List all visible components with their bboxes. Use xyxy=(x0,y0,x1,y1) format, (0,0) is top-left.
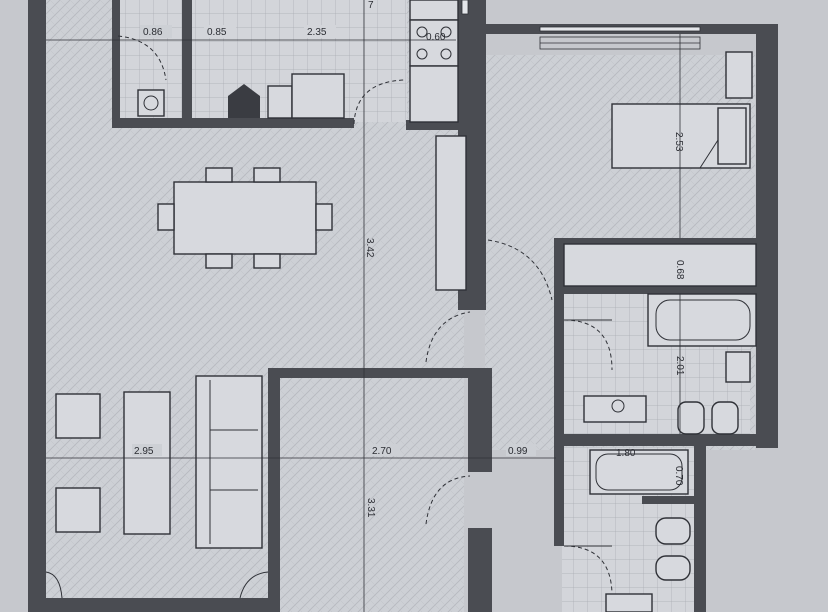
bath1-top-wall xyxy=(560,286,756,294)
living-area xyxy=(45,375,269,599)
bedroom2-right-wall-upper xyxy=(468,368,492,472)
dimension-label: 0.70 xyxy=(673,466,684,486)
stove xyxy=(409,19,459,67)
bedroom2-right-wall-lower xyxy=(468,528,492,612)
dimension-label: 2.95 xyxy=(134,446,154,457)
dimension-label: 2.01 xyxy=(674,356,685,376)
bedroom-window xyxy=(539,26,701,32)
dining-chair xyxy=(253,253,281,269)
burner-icon xyxy=(416,26,428,38)
sofa xyxy=(195,375,263,549)
bath1-niche xyxy=(725,351,751,383)
dimension-label: 3.42 xyxy=(364,238,375,258)
burner-icon xyxy=(416,48,428,60)
dining-area xyxy=(157,167,333,269)
dining-chair xyxy=(315,203,333,231)
dining-chair xyxy=(253,167,281,183)
bedroom-door-swing xyxy=(487,239,553,301)
burner-icon xyxy=(440,48,452,60)
bath1-left-wall xyxy=(554,238,564,438)
washing-machine xyxy=(137,89,165,117)
bathtub-2 xyxy=(589,449,689,495)
refrigerator xyxy=(291,73,345,119)
side-table xyxy=(55,393,101,439)
laundry-room xyxy=(117,35,167,117)
dimension-label: 7 xyxy=(368,0,374,11)
kitchen-counter-top xyxy=(409,0,459,21)
dimension-label: 2.35 xyxy=(307,27,327,38)
laundry-left-wall xyxy=(112,0,120,128)
bath1-bottom-wall xyxy=(554,434,770,446)
dimension-label: 0.85 xyxy=(207,27,227,38)
bottom-wall-left xyxy=(46,598,268,612)
burner-icon xyxy=(440,26,452,38)
dining-table xyxy=(173,181,317,255)
hall-door-swing xyxy=(425,311,471,363)
kitchen-cabinet xyxy=(267,85,293,119)
door-swings xyxy=(425,239,613,597)
right-exterior-wall xyxy=(756,28,778,448)
laundry-door-swing xyxy=(117,35,167,81)
bedroom2-left-wall xyxy=(268,368,280,612)
kitchen-bottom-wall-right xyxy=(406,120,472,130)
dimension-labels: 0.86 0.85 2.35 0.60 7 3.42 2.53 0.68 2.0… xyxy=(132,0,685,518)
dimension-label: 2.53 xyxy=(673,132,684,152)
master-bedroom xyxy=(563,51,757,287)
bedroom2-door-swing xyxy=(425,475,471,525)
dimension-label: 0.68 xyxy=(674,260,685,280)
wardrobe-top-wall xyxy=(554,238,756,244)
pillow xyxy=(717,107,747,165)
dimension-label: 0.86 xyxy=(143,27,163,38)
corner-curve xyxy=(239,571,269,599)
kitchen-bottom-wall xyxy=(112,118,354,128)
bathtub-basin xyxy=(595,453,683,491)
windows xyxy=(461,0,701,50)
top-window xyxy=(461,0,469,15)
toilet-2 xyxy=(655,517,691,545)
bathtub-basin xyxy=(655,299,751,341)
bath2-inner-wall xyxy=(642,496,696,504)
laundry-kitchen-wall xyxy=(182,0,192,125)
bidet-2 xyxy=(655,555,691,581)
hall-cabinet xyxy=(435,135,467,291)
kitchen xyxy=(228,0,459,125)
bathtub-1 xyxy=(647,293,757,347)
bathroom-1 xyxy=(583,293,757,435)
bed-sheet-fold xyxy=(699,139,719,169)
kitchen-door-swing xyxy=(353,79,405,125)
bath2-right-wall xyxy=(694,446,706,612)
bathroom-2 xyxy=(589,449,691,612)
sink-icon xyxy=(611,399,625,413)
sink-counter-2 xyxy=(605,593,653,612)
dimension-label: 2.70 xyxy=(372,446,392,457)
coffee-table xyxy=(123,391,171,535)
dimension-label: 3.31 xyxy=(365,498,376,518)
dining-chair xyxy=(205,167,233,183)
bath2-left-wall xyxy=(554,446,564,546)
nightstand xyxy=(725,51,753,99)
dimension-label: 0.99 xyxy=(508,446,528,457)
toilet-1 xyxy=(677,401,705,435)
wardrobe xyxy=(563,243,757,287)
bedroom2-top-wall xyxy=(268,368,478,378)
corner-curve xyxy=(45,571,63,599)
boiler-icon xyxy=(228,84,260,118)
dining-chair xyxy=(205,253,233,269)
sink-counter-1 xyxy=(583,395,647,423)
dimension-label: 0.60 xyxy=(426,32,446,43)
kitchen-counter xyxy=(409,65,459,123)
dimension-lines xyxy=(46,0,681,612)
washing-machine-drum-icon xyxy=(143,95,159,111)
dining-chair xyxy=(157,203,175,231)
dimension-label: 1.80 xyxy=(616,448,636,459)
side-table xyxy=(55,487,101,533)
bidet-1 xyxy=(711,401,739,435)
left-exterior-wall xyxy=(28,0,46,612)
